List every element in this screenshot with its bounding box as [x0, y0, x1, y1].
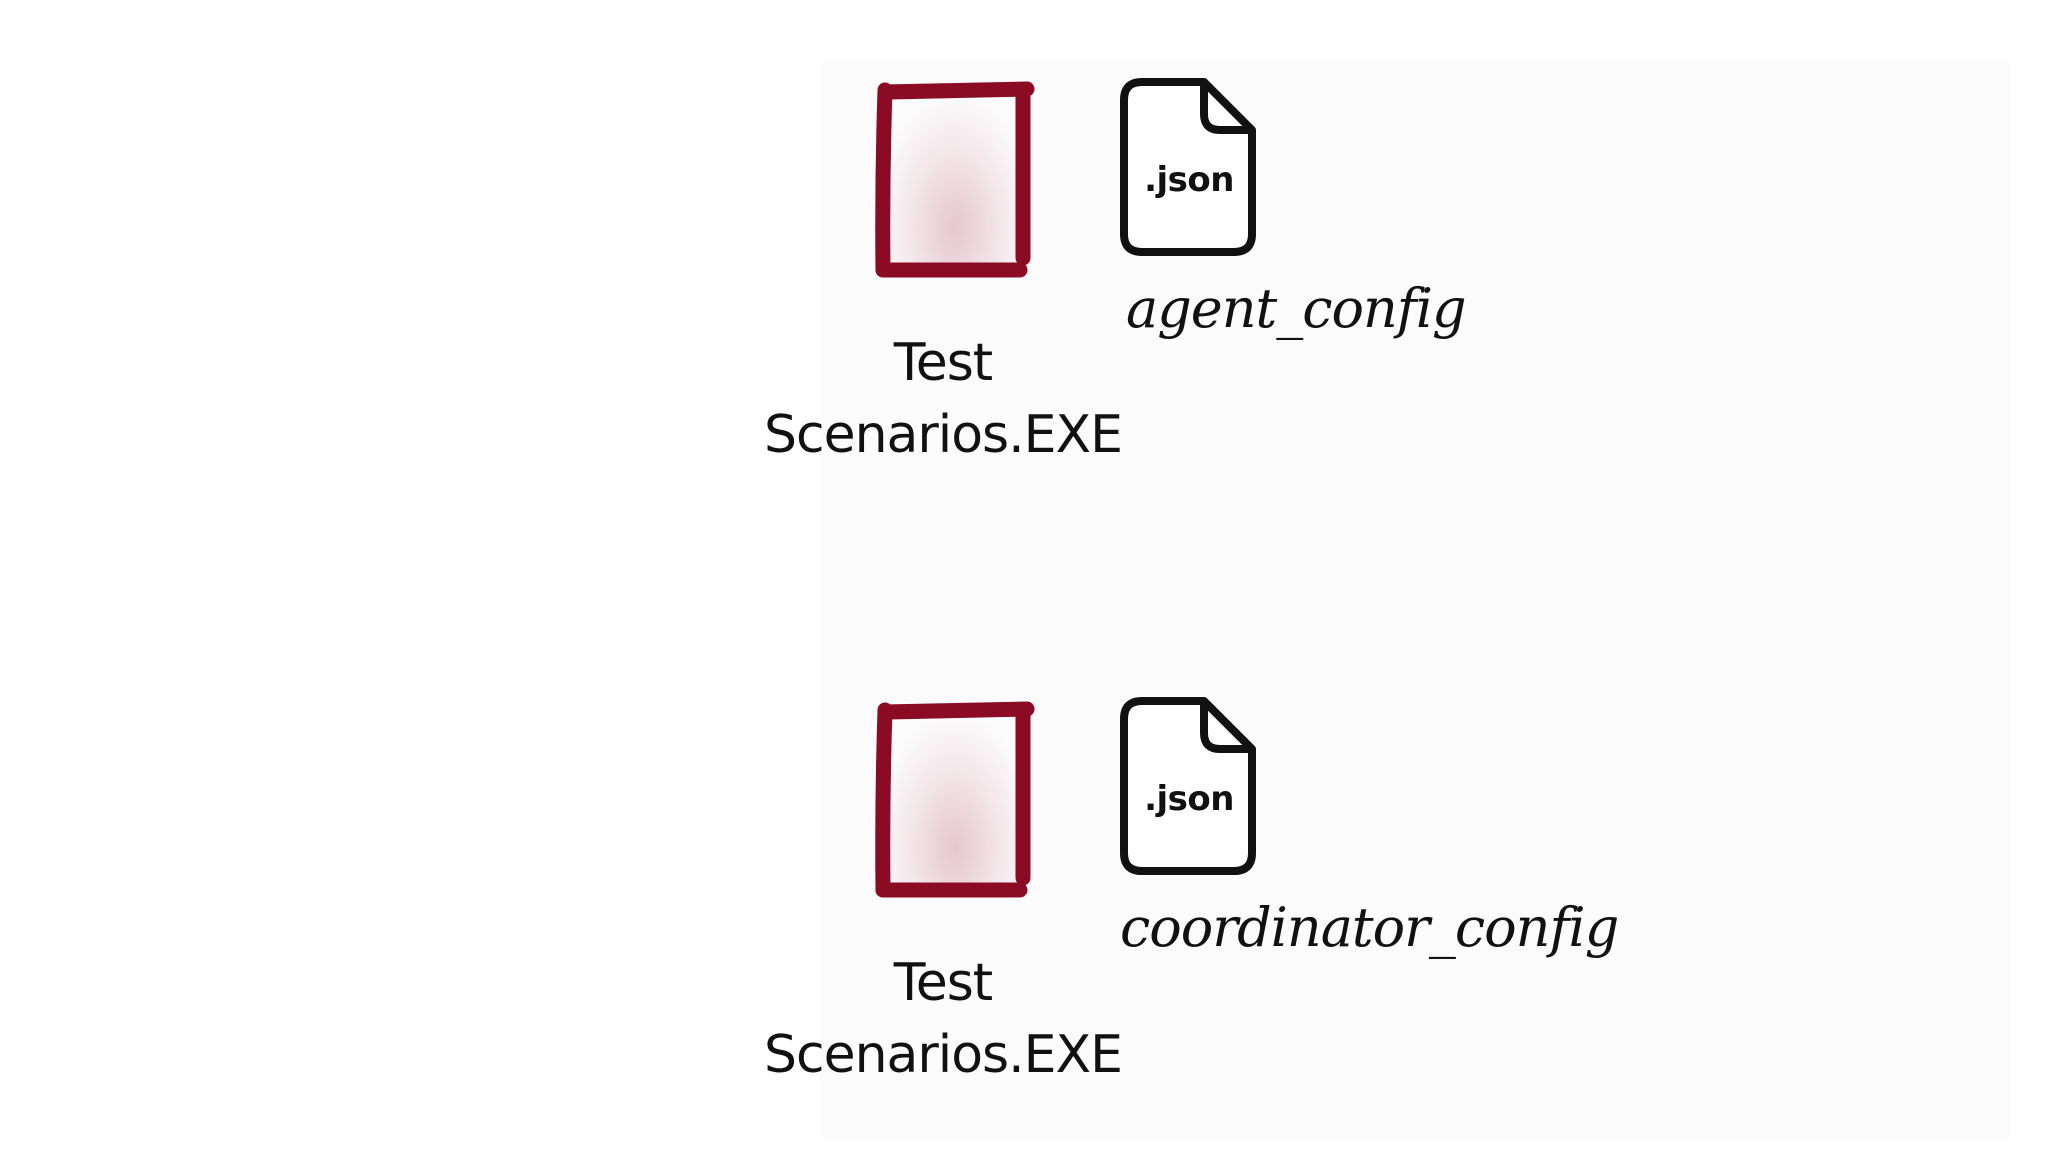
json-extension-label: .json: [1144, 779, 1234, 819]
json-file-icon[interactable]: .json: [1114, 74, 1264, 264]
exe-file-label[interactable]: Test Scenarios.EXE: [743, 947, 1143, 1091]
exe-label-line2: Scenarios.EXE: [763, 1025, 1123, 1085]
red-square-program-icon: [875, 701, 1035, 898]
exe-icon-glow: [880, 720, 1030, 890]
exe-label-line1: Test: [893, 953, 993, 1013]
exe-file-icon[interactable]: [860, 690, 1050, 900]
json-file-label[interactable]: coordinator_config: [1120, 896, 1619, 959]
exe-icon-glow: [880, 100, 1030, 270]
json-file-icon[interactable]: .json: [1114, 693, 1264, 883]
json-extension-label: .json: [1144, 160, 1234, 200]
exe-label-line1: Test: [893, 333, 993, 393]
exe-file-icon[interactable]: [860, 70, 1050, 280]
file-page-icon: [1120, 697, 1256, 875]
exe-label-line2: Scenarios.EXE: [763, 405, 1123, 465]
file-page-icon: [1120, 78, 1256, 256]
exe-file-label[interactable]: Test Scenarios.EXE: [743, 327, 1143, 471]
json-file-label[interactable]: agent_config: [1126, 277, 1467, 340]
red-square-program-icon: [875, 81, 1035, 278]
